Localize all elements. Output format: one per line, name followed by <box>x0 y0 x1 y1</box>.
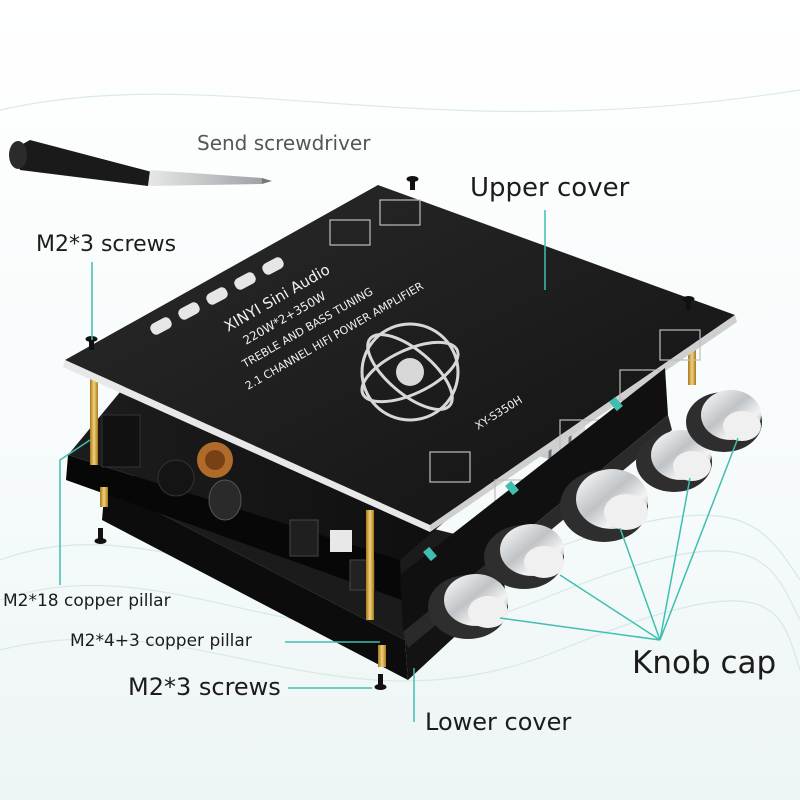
knob-cap-4 <box>636 430 712 492</box>
screw-top-right <box>682 296 695 310</box>
knob-cap-3 <box>560 469 648 542</box>
bottom-screws-label: M2*3 screws <box>128 673 281 701</box>
pillar-18-label: M2*18 copper pillar <box>3 591 171 611</box>
screwdriver <box>9 140 272 186</box>
panel-emblem <box>360 322 460 422</box>
lower-cover-label: Lower cover <box>425 708 572 736</box>
screw-bottom-left <box>94 528 107 544</box>
callout-lines <box>59 210 739 722</box>
knob-cap-5 <box>686 390 762 452</box>
screw-bottom-front <box>374 674 387 690</box>
screw-top-back <box>406 176 419 190</box>
knob-cap-label: Knob cap <box>632 645 777 681</box>
upper-cover-panel: XINYI Sini Audio 220W*2+350W TREBLE AND … <box>63 185 737 532</box>
knob-cap-2 <box>484 524 564 589</box>
knob-caps <box>428 390 762 639</box>
knob-cap-1 <box>428 574 508 639</box>
upper-cover-label: Upper cover <box>470 173 630 203</box>
screwdriver-label: Send screwdriver <box>197 131 371 155</box>
top-screws-label: M2*3 screws <box>36 232 177 257</box>
pillar-4-3-label: M2*4+3 copper pillar <box>70 631 252 651</box>
